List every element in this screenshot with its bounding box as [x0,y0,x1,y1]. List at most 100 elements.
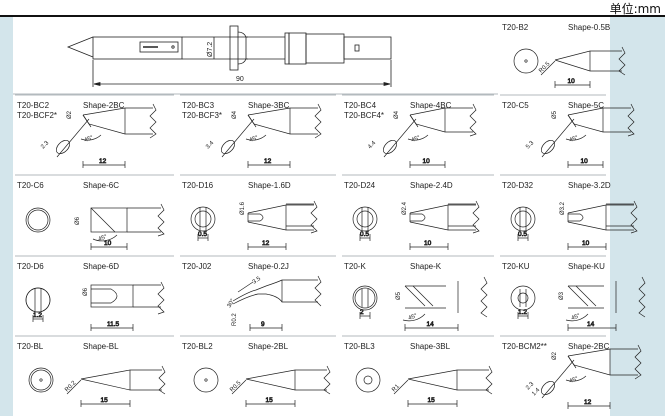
end-view-inner [25,287,51,313]
end-view-circle [25,207,51,233]
end-view-circle [28,367,54,393]
angle-arc [565,375,587,382]
dim-label: 4.4 [367,140,378,151]
dim-label: Ø5 [396,291,402,300]
dim-label: 45° [571,313,582,322]
unit-label: 单位:mm [609,2,661,16]
break-line [627,103,635,137]
tip-drawing: 12 [540,344,642,409]
dim-label: 10 [423,158,431,165]
tip-dim-labels: 45°Ø43.4 [205,110,260,150]
cell-labels: T20-B2 Shape-0.5B [502,23,610,32]
tip-model-label: T20-D16 [182,181,214,190]
break-line [158,365,166,395]
angle-arc [565,134,587,141]
tip-shape-label: Shape-0.2J [248,262,289,271]
break-line [157,281,165,315]
tip-model-label: T20-BC4 [344,101,377,110]
corner-panel [498,17,610,93]
tip-drawing: 0.510 [510,200,638,250]
break-line [310,200,318,234]
tip-model-label: T20-BL [17,342,44,351]
tip-drawing: 15 [193,365,331,407]
dim-label: 45° [569,135,580,144]
tip-model-label: T20-D32 [502,181,534,190]
tip-model-label: T20-D24 [344,181,376,190]
end-view-circle [355,367,381,393]
break-line [469,103,477,137]
bevel-face-2 [412,285,434,307]
handle-length-arrow-left [93,81,101,87]
tip-dim-labels: Ø1.6 [240,201,246,215]
dim-label: 45° [98,234,109,243]
end-view-circle [352,206,378,232]
tip-model-label: T20-BC3 [182,101,215,110]
dim-label: 45° [411,135,422,144]
tip-dim-labels: 45° Ø3 [559,291,582,322]
tip-drawing: 10 [382,103,477,168]
break-line [472,200,480,234]
end-view-circle [352,285,378,311]
bevel-axis [541,359,575,399]
radius-leader [393,379,409,395]
dim-3-5 [237,281,254,293]
angle-arc [565,313,589,322]
dim-label: 2.3 [525,381,536,392]
bevel-ellipse [382,139,398,155]
angle-arc [407,134,429,141]
tip-flat [568,213,584,222]
tip-drawing: 10 [540,103,635,168]
tip-model-label: T20-C6 [17,181,44,190]
bevel-ellipse [540,139,556,155]
tip-model-label: T20-BCM2** [502,342,547,351]
tip-model-label: T20-K [344,262,366,271]
dim-label: 1.2 [518,309,527,316]
tip-body [90,284,134,308]
dim-label: 10 [104,240,112,247]
break-line [485,365,493,395]
tip-drawing: 9 [232,275,322,331]
tip-drawing: 214 [352,276,488,331]
tip-dim-labels: 3.530°R0.2 [227,276,263,326]
end-view-point [204,378,208,382]
dim-label: Ø3 [559,291,565,300]
bevel-face-1 [404,285,426,307]
dim-label: 15 [101,397,109,404]
dim-label: R1 [391,383,401,393]
tip-shape-label: Shape-0.5B [568,23,610,32]
tip-shape-label: Shape-KU [568,262,605,271]
tip-model-label: T20-BC2 [17,101,50,110]
left-side-band [0,17,13,416]
end-view-point [524,59,528,63]
end-view-inner [194,210,212,228]
dim-label: Ø5 [552,110,558,119]
handle-drawing [66,25,392,87]
break-line [323,365,331,395]
tip-model-label: T20-B2 [502,23,529,32]
end-view-circle [510,206,536,232]
dim-label: 12 [584,399,592,406]
tip-shape-label: Shape-2.4D [410,181,453,190]
dim-label: 45° [408,313,419,322]
handle-window-dot [171,45,175,49]
angle-arc [92,234,118,242]
tip-drawing: 15 [355,365,493,407]
break-line [314,103,322,139]
dim-label: R0.2 [232,313,238,326]
dim-label: Ø2 [552,351,558,360]
bevel-ellipse [540,380,556,396]
angle-arc [80,134,102,141]
bevel-axis [541,118,575,158]
